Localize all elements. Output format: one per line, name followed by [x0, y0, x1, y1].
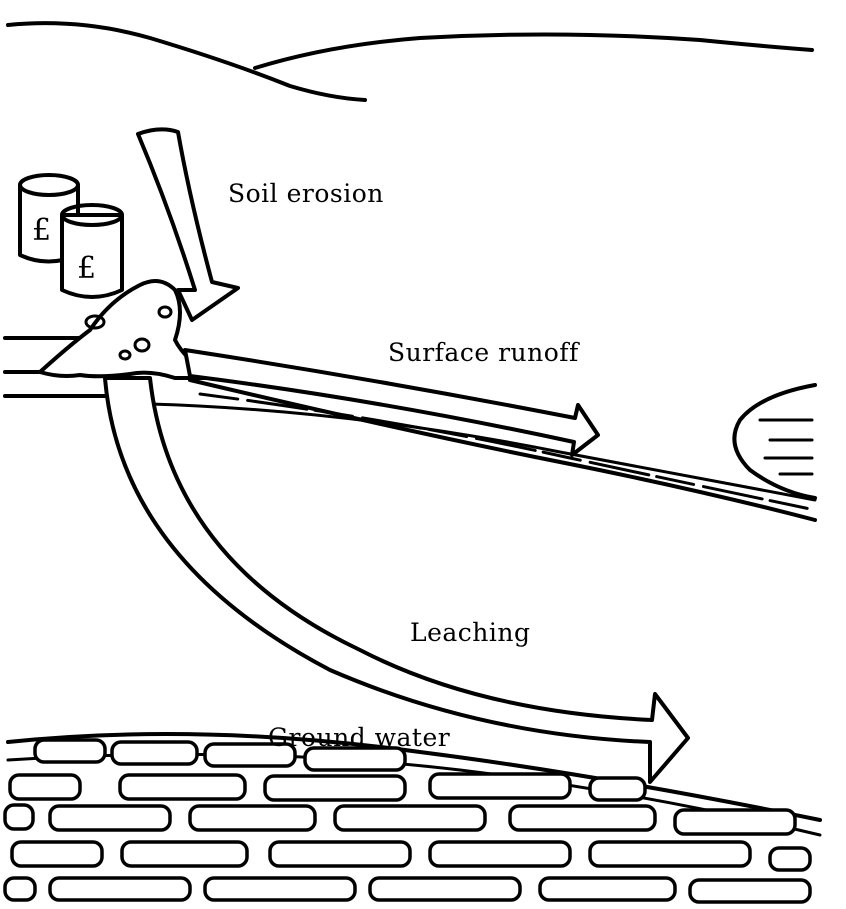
- pound-symbol-front: £: [77, 251, 96, 286]
- label-soil-erosion: Soil erosion: [228, 179, 384, 208]
- fertilizer-can-front: £: [60, 203, 124, 299]
- label-ground-water: Ground water: [268, 723, 450, 752]
- label-leaching: Leaching: [410, 618, 531, 647]
- label-surface-runoff: Surface runoff: [388, 338, 580, 367]
- surface-runoff-arrow: [183, 348, 600, 457]
- pond: [732, 383, 817, 500]
- hills: [6, 21, 814, 102]
- pound-symbol-back: £: [32, 213, 51, 248]
- spilled-fertilizer: [38, 279, 217, 380]
- ground-water-aquifer: [3, 732, 822, 904]
- leaching-arrow: [103, 376, 690, 784]
- ground-surface: [3, 336, 817, 522]
- soil-erosion-arrow: [136, 127, 240, 322]
